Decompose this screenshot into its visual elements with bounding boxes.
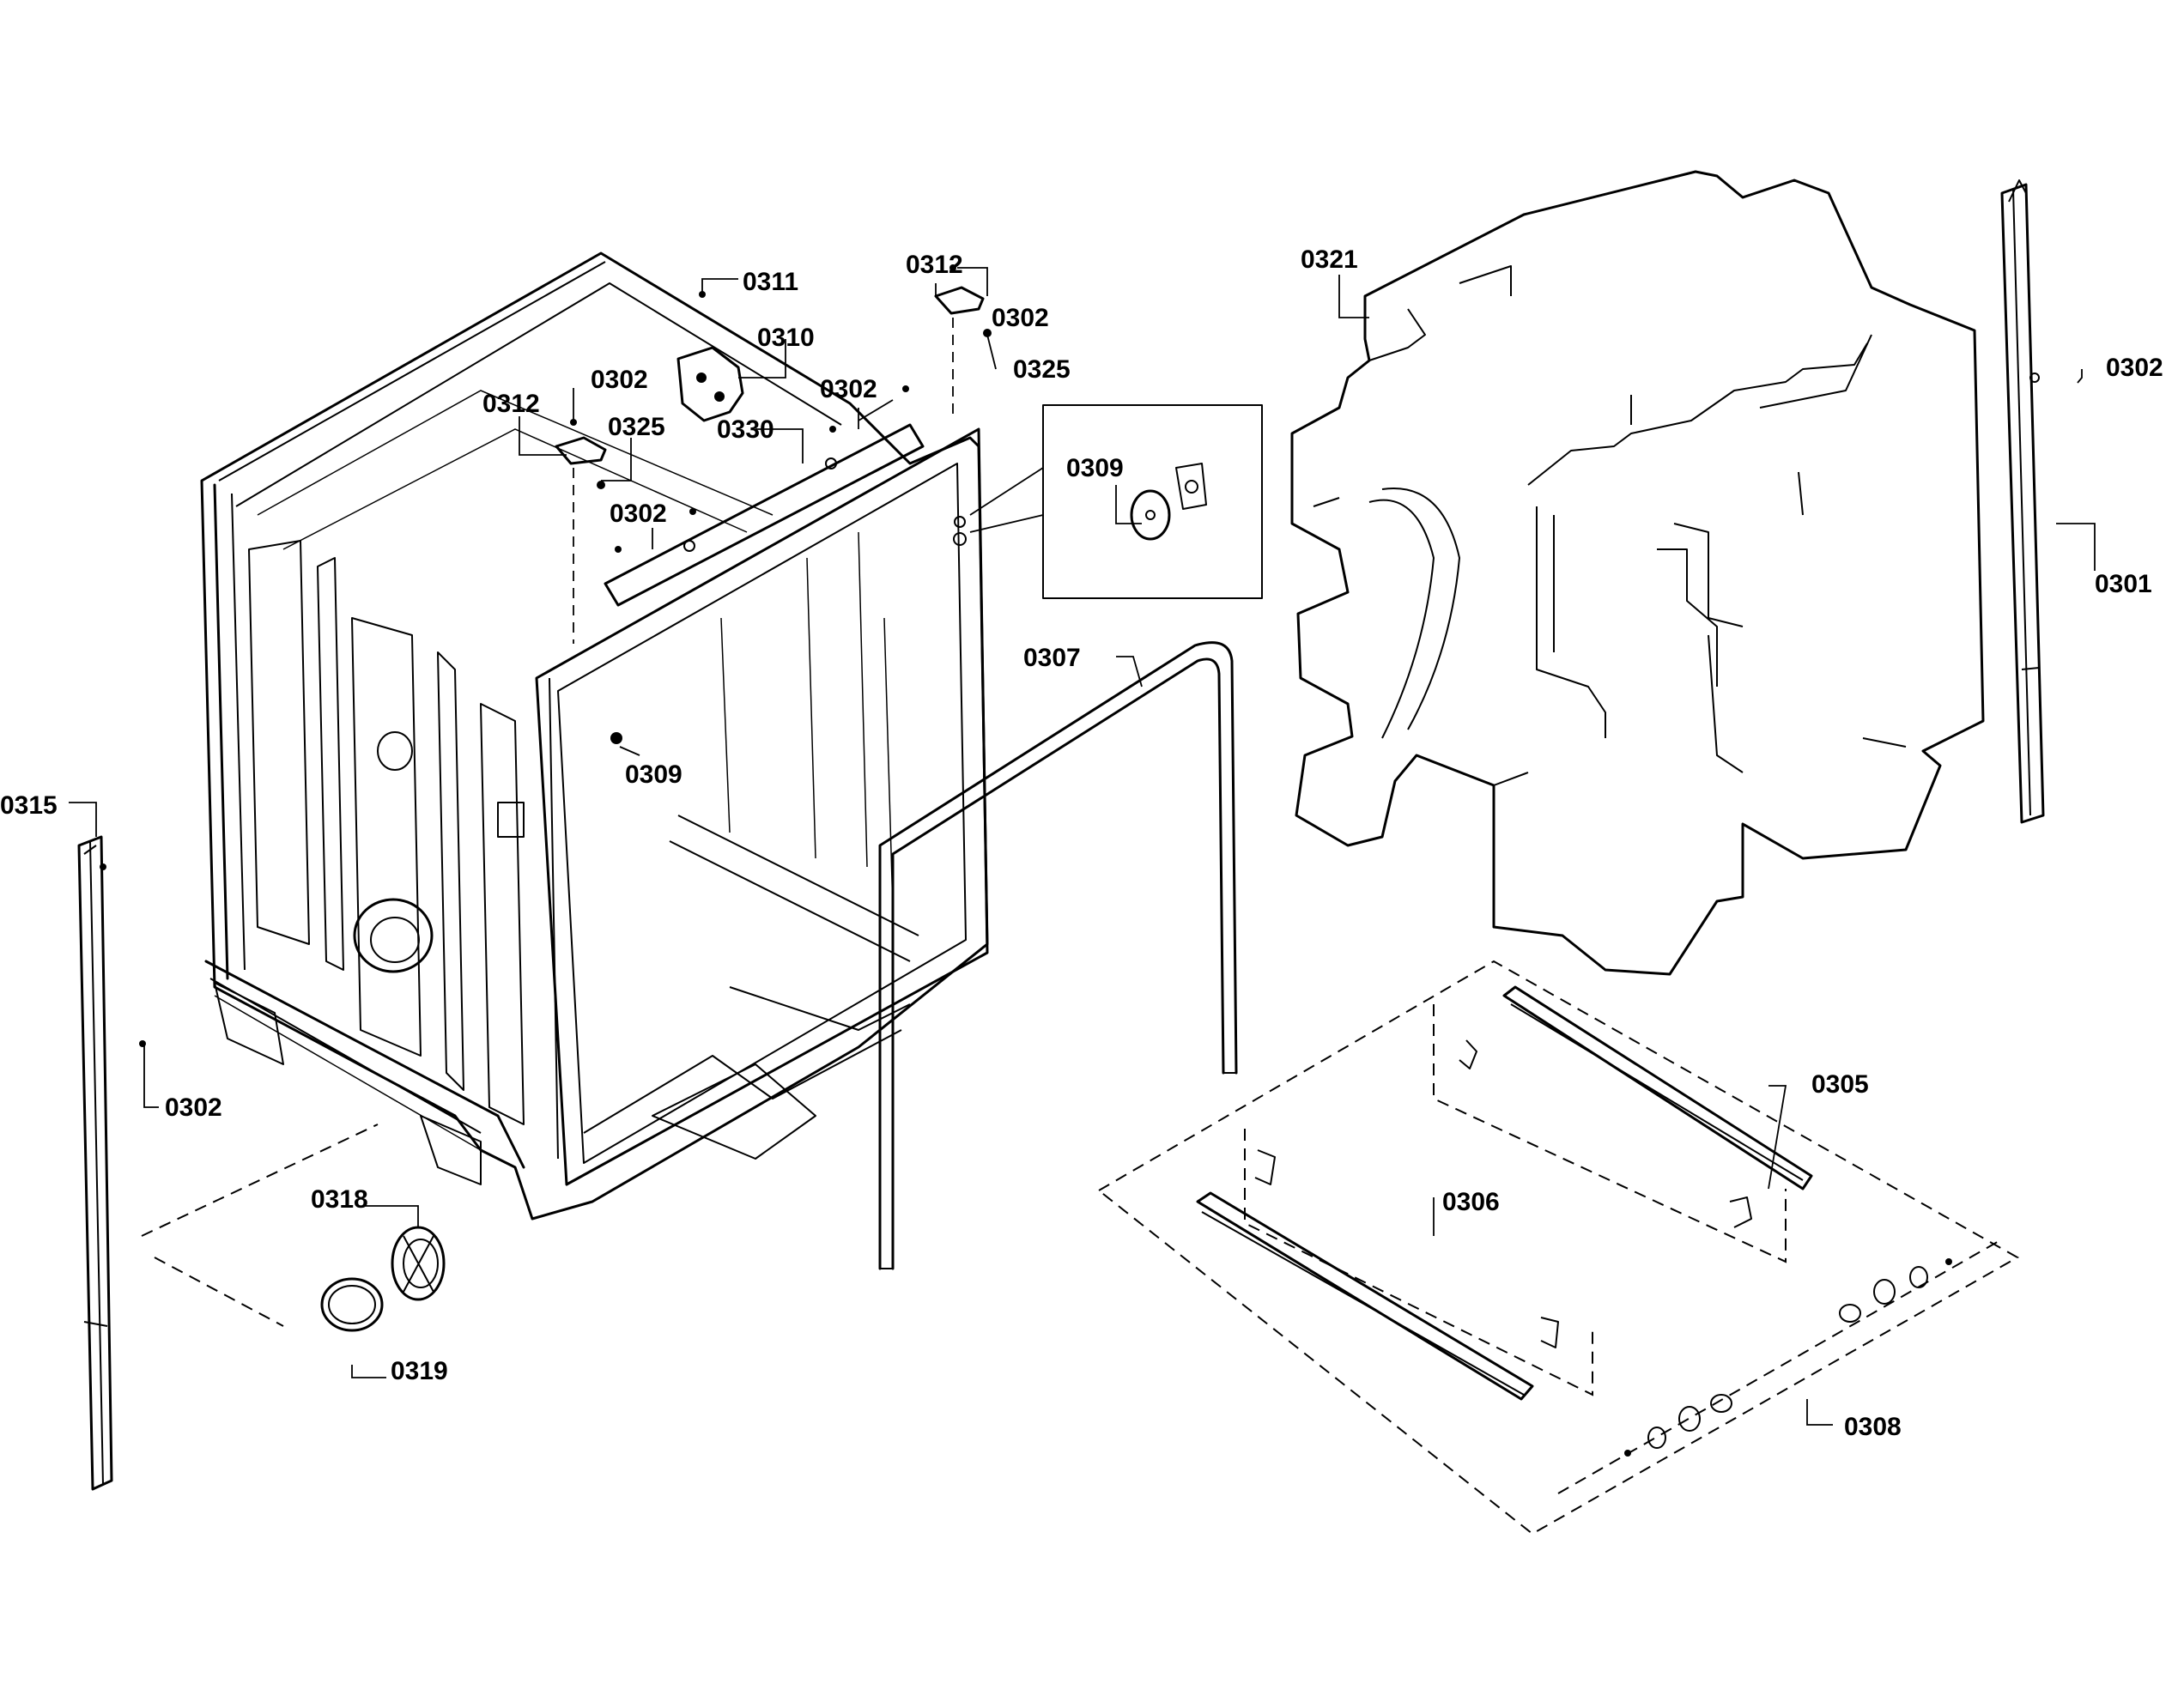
label-0307: 0307: [1023, 644, 1081, 672]
label-0302-right-rail: 0302: [2106, 354, 2163, 382]
callout-labels: 0311 0310 0312 0302 0325 0330 0302 0302 …: [0, 245, 2163, 1441]
label-0318: 0318: [311, 1185, 368, 1214]
label-0305: 0305: [1811, 1070, 1869, 1099]
label-0321: 0321: [1301, 245, 1358, 274]
dashed-leaders: [573, 318, 954, 644]
part-0321-insulation-blanket: [1290, 170, 1985, 976]
label-0312-left: 0312: [482, 390, 540, 418]
dashed-outline-base: [141, 1124, 379, 1327]
label-0310: 0310: [757, 324, 815, 352]
part-0307-door-gasket: [878, 641, 1238, 1270]
label-0308: 0308: [1844, 1413, 1902, 1441]
part-0318-0319-port-and-ring: [320, 1226, 446, 1332]
label-0325-right: 0325: [1013, 355, 1071, 384]
part-0305-0306-0308-base-rails: [1097, 960, 2020, 1536]
label-0301: 0301: [2095, 570, 2152, 598]
label-0302-right-top: 0302: [992, 304, 1049, 332]
part-0315-side-rail-left: [77, 835, 146, 1491]
label-0309-tub: 0309: [625, 760, 682, 789]
label-0315: 0315: [0, 791, 58, 820]
label-0306: 0306: [1442, 1188, 1500, 1216]
part-0312-plate-right: [934, 264, 992, 337]
label-0312-right: 0312: [906, 251, 963, 279]
label-0319: 0319: [391, 1357, 448, 1385]
label-0311: 0311: [743, 268, 798, 296]
part-0301-side-rail-right: [2000, 179, 2045, 824]
label-0330: 0330: [717, 415, 774, 444]
part-0309-inset: [1042, 404, 1263, 599]
part-0312-plate-left: [555, 419, 607, 489]
label-0302-left-rail: 0302: [165, 1093, 222, 1122]
label-0302-left-top: 0302: [591, 366, 648, 394]
label-0302-mid: 0302: [610, 500, 667, 528]
part-0310-hinge-bracket: [676, 291, 744, 422]
leader-lines: [69, 267, 2096, 1426]
label-0325-left: 0325: [608, 413, 665, 441]
label-0309-inset: 0309: [1066, 454, 1124, 482]
tub-assembly: [200, 251, 989, 1221]
label-0302-brace: 0302: [820, 375, 877, 403]
